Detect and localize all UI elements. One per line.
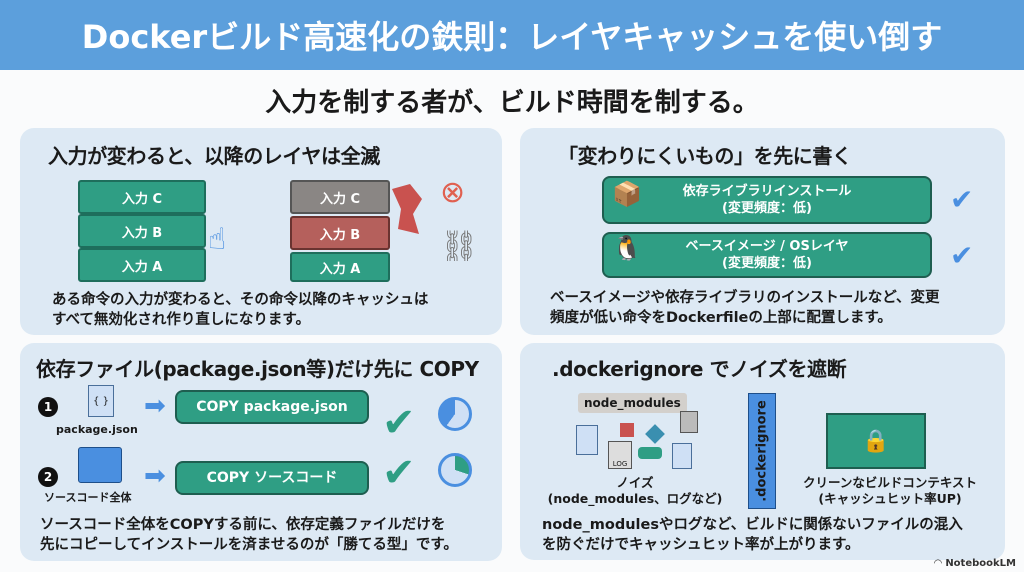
box-icon: 📦 bbox=[612, 180, 642, 208]
check-icon: ✔ bbox=[950, 239, 974, 272]
text-file-icon bbox=[672, 443, 692, 469]
desc-line: 頻度が低い命令をDockerfileの上部に配置します。 bbox=[550, 310, 892, 326]
file-label: ソースコード全体 bbox=[44, 491, 132, 504]
order-item-libraries: 📦 依存ライブラリインストール (変更頻度：低) bbox=[602, 176, 932, 224]
desc-line: 先にコピーしてインストールを済ませるのが「勝てる型」です。 bbox=[40, 537, 458, 553]
broken-link-icon: ⛓ bbox=[440, 229, 479, 264]
panel-layers: 入力が変わると、以降のレイヤは全滅 入力 C 入力 B 入力 A ☝ 入力 C … bbox=[20, 128, 502, 335]
hand-pointer-icon: ☝ bbox=[208, 222, 227, 257]
clean-sub: (キャッシュヒット率UP) bbox=[818, 491, 962, 506]
panel-description: ベースイメージや依存ライブラリのインストールなど、変更 頻度が低い命令をDock… bbox=[550, 288, 939, 328]
panel-order: 「変わりにくいもの」を先に書く 📦 依存ライブラリインストール(変更頻度：低) … bbox=[520, 128, 1005, 335]
panel-copy: 依存ファイル(package.json等)だけ先に COPY 1 { } pac… bbox=[20, 343, 502, 561]
broken-block-c: 入力 C bbox=[290, 180, 390, 214]
desc-line: ソースコード全体をCOPYする前に、依存定義ファイルだけを bbox=[40, 517, 446, 533]
panel-title: 「変わりにくいもの」を先に書く bbox=[558, 144, 852, 168]
desc-line: ある命令の入力が変わると、その命令以降のキャッシュは bbox=[52, 292, 429, 308]
panel-title: 入力が変わると、以降のレイヤは全滅 bbox=[48, 144, 380, 168]
stopwatch-crossed-icon: ⊗ bbox=[440, 175, 466, 210]
panel-title: .dockerignore でノイズを遮断 bbox=[552, 357, 847, 381]
notebooklm-logo: ◠ NotebookLM bbox=[934, 558, 1016, 569]
panel-description: ソースコード全体をCOPYする前に、依存定義ファイルだけを 先にコピーしてインス… bbox=[40, 515, 458, 555]
lock-icon: 🔒 bbox=[862, 428, 890, 454]
brand-label: NotebookLM bbox=[945, 558, 1016, 569]
item-sub: (変更頻度：低) bbox=[722, 201, 812, 216]
clean-caption: クリーンなビルドコンテキスト (キャッシュヒット率UP) bbox=[782, 475, 998, 507]
clean-label: クリーンなビルドコンテキスト bbox=[802, 475, 977, 490]
layer-block-b: 入力 B bbox=[78, 214, 206, 248]
check-icon: ✔ bbox=[950, 183, 974, 216]
step-number: 1 bbox=[38, 397, 58, 417]
stopwatch-icon bbox=[438, 397, 472, 431]
file-label: package.json bbox=[56, 423, 138, 436]
header-title: Dockerビルド高速化の鉄則：レイヤキャッシュを使い倒す bbox=[0, 0, 1024, 70]
barrier-label: .dockerignore bbox=[754, 400, 770, 502]
desc-line: node_modulesやログなど、ビルドに関係ないファイルの混入 bbox=[542, 517, 963, 533]
penguin-icon: 🐧 bbox=[612, 234, 642, 262]
noise-label: ノイズ bbox=[616, 475, 654, 490]
noise-diamond-icon bbox=[645, 424, 665, 444]
noise-square-icon bbox=[620, 423, 634, 437]
debris-icon bbox=[392, 184, 422, 234]
copy-command: COPY ソースコード bbox=[175, 461, 369, 495]
arrow-right-icon: ➡ bbox=[144, 391, 166, 421]
check-icon: ✔ bbox=[382, 400, 416, 446]
broken-block-b: 入力 B bbox=[290, 216, 390, 250]
desc-line: を防ぐだけでキャッシュヒット率が上がります。 bbox=[542, 537, 860, 553]
noise-caption: ノイズ (node_modules、ログなど) bbox=[530, 475, 740, 507]
subtitle: 入力を制する者が、ビルド時間を制する。 bbox=[265, 88, 759, 118]
panel-description: node_modulesやログなど、ビルドに関係ないファイルの混入 を防ぐだけで… bbox=[542, 515, 963, 555]
layer-block-c: 入力 C bbox=[78, 180, 206, 214]
box-file-icon bbox=[680, 411, 698, 433]
document-icon bbox=[576, 425, 598, 455]
copy-command: COPY package.json bbox=[175, 390, 369, 424]
panel-description: ある命令の入力が変わると、その命令以降のキャッシュは すべて無効化され作り直しに… bbox=[52, 290, 428, 330]
dockerignore-barrier: .dockerignore bbox=[748, 393, 776, 509]
noise-sub: (node_modules、ログなど) bbox=[547, 491, 723, 506]
clean-context-box: 🔒 bbox=[826, 413, 926, 469]
item-label: ベースイメージ / OSレイヤ bbox=[685, 239, 849, 254]
desc-line: すべて無効化され作り直しになります。 bbox=[52, 312, 310, 328]
item-sub: (変更頻度：低) bbox=[722, 256, 812, 271]
node-modules-tag: node_modules bbox=[578, 393, 687, 413]
arrow-right-icon: ➡ bbox=[144, 461, 166, 491]
item-label: 依存ライブラリインストール bbox=[682, 184, 852, 199]
panel-ignore: .dockerignore でノイズを遮断 node_modules LOG ノ… bbox=[520, 343, 1005, 560]
timer-icon bbox=[438, 453, 472, 487]
layer-block-a: 入力 A bbox=[78, 248, 206, 282]
log-file-icon: LOG bbox=[608, 441, 632, 469]
order-item-base-image: 🐧 ベースイメージ / OSレイヤ (変更頻度：低) bbox=[602, 232, 932, 278]
json-file-icon: { } bbox=[88, 385, 114, 417]
panel-title: 依存ファイル(package.json等)だけ先に COPY bbox=[36, 357, 479, 381]
broken-block-a: 入力 A bbox=[290, 252, 390, 282]
step-number: 2 bbox=[38, 467, 58, 487]
folder-icon bbox=[78, 447, 122, 483]
noise-shape-icon bbox=[638, 447, 662, 459]
desc-line: ベースイメージや依存ライブラリのインストールなど、変更 bbox=[550, 290, 940, 306]
check-icon: ✔ bbox=[382, 450, 416, 496]
